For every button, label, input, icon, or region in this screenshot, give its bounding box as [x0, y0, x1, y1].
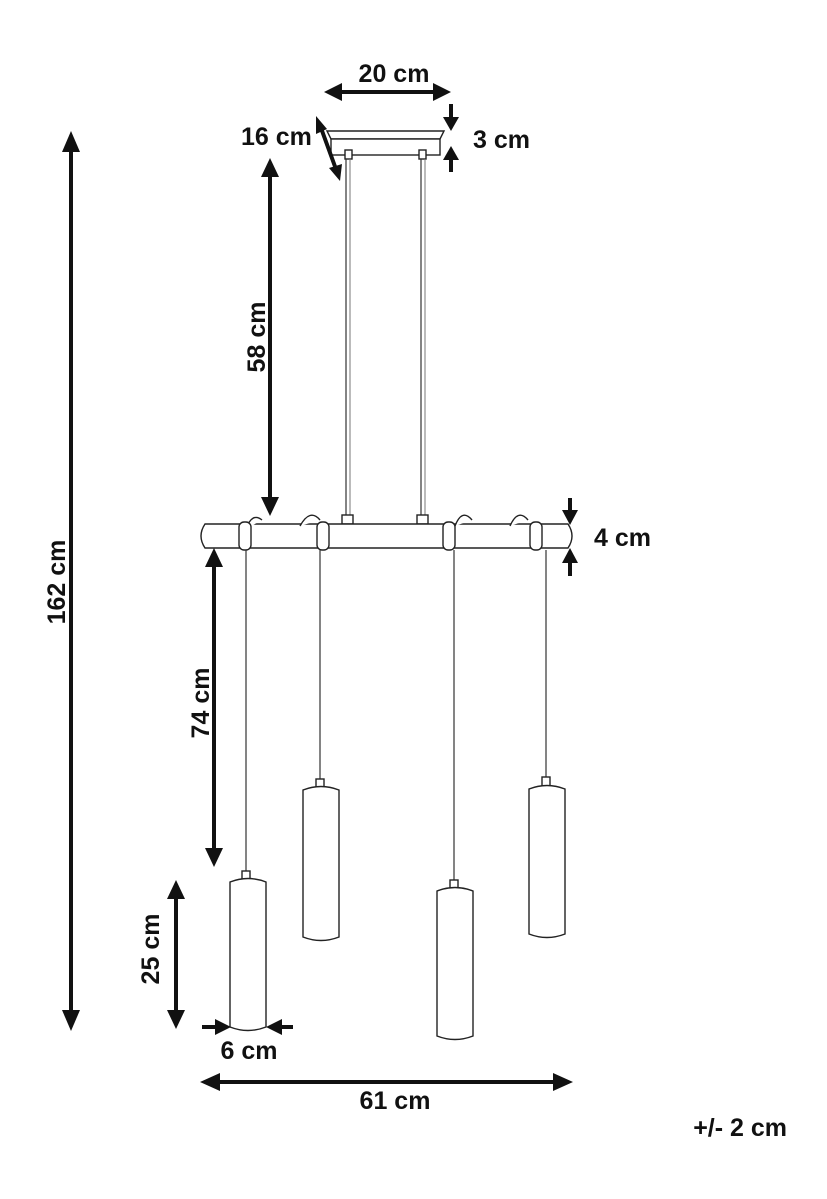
canopy-width-label: 20 cm — [359, 60, 430, 88]
total-width-label: 61 cm — [360, 1087, 431, 1115]
cable-length-arrow — [205, 548, 223, 867]
canopy-height-arrow — [443, 104, 459, 172]
shade-height-arrow — [167, 880, 185, 1029]
tolerance-label: +/- 2 cm — [693, 1114, 787, 1142]
ceiling-canopy — [325, 130, 446, 160]
bar-height-arrow — [562, 498, 578, 576]
dimension-lines — [62, 83, 578, 1091]
shade-3 — [436, 879, 474, 1041]
dimension-labels: 20 cm 16 cm 3 cm 58 cm 4 cm 74 cm 162 cm… — [43, 60, 787, 1142]
total-width-arrow — [200, 1073, 573, 1091]
canopy-depth-arrow — [316, 116, 342, 181]
rod-length-arrow — [261, 158, 279, 516]
shade-2 — [302, 778, 340, 942]
horizontal-bar — [200, 514, 573, 551]
suspension-rods — [341, 159, 429, 525]
total-height-label: 162 cm — [43, 540, 71, 625]
bar-height-label: 4 cm — [594, 524, 651, 552]
shade-4 — [528, 776, 566, 939]
pendant-cables — [245, 550, 547, 880]
rod-length-label: 58 cm — [243, 302, 271, 373]
shade-height-label: 25 cm — [137, 914, 165, 985]
shade-1 — [229, 870, 267, 1032]
canopy-depth-label: 16 cm — [241, 123, 312, 151]
cable-length-label: 74 cm — [187, 668, 215, 739]
pendant-lamp-drawing — [200, 130, 573, 1041]
canopy-height-label: 3 cm — [473, 126, 530, 154]
shade-diameter-label: 6 cm — [221, 1037, 278, 1065]
total-height-arrow — [62, 131, 80, 1031]
canopy-width-arrow — [324, 83, 451, 101]
shade-diameter-arrow — [202, 1019, 293, 1035]
